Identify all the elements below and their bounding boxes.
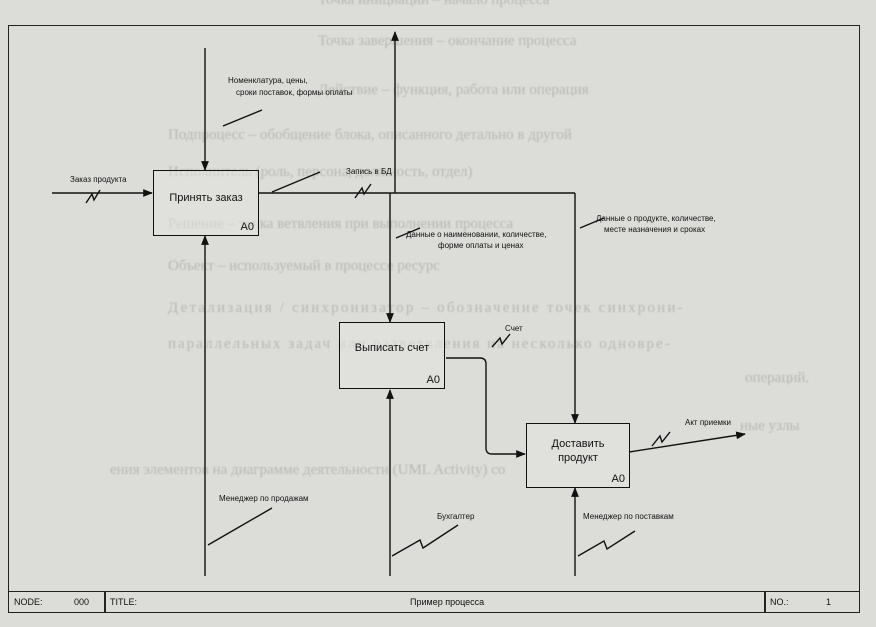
footer-title-value: Пример процесса [410,597,485,607]
deliver-product-title-1: Доставить [551,438,605,450]
activity-deliver-product[interactable]: Доставить продукт A0 [526,423,630,488]
deliver-product-id: A0 [611,473,625,485]
label-supply-manager: Менеджер по поставкам [583,512,674,521]
diagram-footer: NODE: 000 TITLE: Пример процесса NO.: 1 [8,591,860,613]
footer-no-label: NO.: [770,597,789,607]
label-act: Акт приемки [685,418,731,427]
footer-node-label: NODE: [14,597,43,607]
label-nomenclature-2: сроки поставок, формы оплаты [236,88,353,97]
bg-line-12: ения элементов на диаграмме деятельности… [110,462,506,478]
diagram-sheet [8,25,860,613]
activity-issue-invoice[interactable]: Выписать счет A0 [339,322,445,389]
bg-line-10: операций. [745,370,810,386]
activity-accept-order[interactable]: Принять заказ A0 [153,170,259,236]
label-db-record: Запись в БД [346,167,392,176]
accept-order-id: A0 [240,221,254,233]
label-leaders [85,109,671,557]
issue-invoice-id: A0 [426,374,440,386]
footer-title-label: TITLE: [110,597,138,607]
arrow-act-output [628,431,746,453]
label-accountant: Бухгалтер [437,512,475,521]
issue-invoice-title: Выписать счет [354,342,430,354]
footer-node-value: 000 [74,597,90,607]
footer-divider-1 [104,592,106,612]
bg-line-3: Действие – функция, работа или операция [318,82,589,98]
arrow-invoice-output [446,357,526,458]
label-sales-manager: Менеджер по продажам [219,494,309,503]
bg-line-7: Объект – используемый в процессе ресурс [168,258,440,274]
label-product-1: Данные о продукте, количестве, [596,214,716,223]
deliver-product-title-2: продукт [558,452,598,464]
bg-line-4: Подпроцесс – обобщение блока, описанного… [168,127,572,143]
label-names-1: Данные о наименовании, количестве, [406,230,547,239]
label-product-2: месте назначения и сроках [604,225,706,234]
label-nomenclature-1: Номенклатура, цены, [228,76,308,85]
footer-divider-2 [764,592,766,612]
label-invoice: Счет [505,324,523,333]
label-order: Заказ продукта [70,175,127,184]
bg-line-2: Точка завершения – окончание процесса [318,33,577,49]
accept-order-title: Принять заказ [169,192,243,204]
footer-no-value: 1 [826,597,832,607]
bg-line-11: ные узлы [740,418,800,434]
bg-line-1: Точка инициации – начало процесса [318,0,550,8]
bg-line-8: Детализация / синхронизатор – обозначени… [168,300,685,316]
label-names-2: форме оплаты и ценах [438,241,524,250]
